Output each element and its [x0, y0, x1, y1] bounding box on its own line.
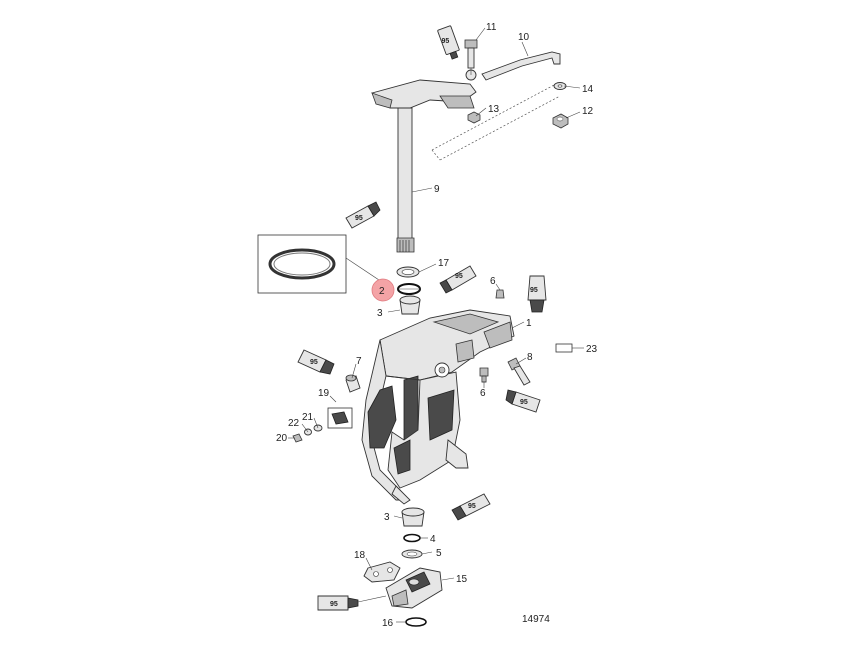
callout-10: 10 [518, 32, 530, 43]
bolt-11 [464, 39, 478, 69]
lube-tube-top: 95 [437, 25, 460, 60]
bushing-7 [345, 374, 361, 393]
bushing-3-upper [399, 295, 421, 315]
lube-tube-1: 95 [527, 275, 547, 313]
callout-3-upper: 3 [377, 308, 383, 319]
callout-7: 7 [356, 356, 362, 367]
callout-4: 4 [430, 534, 436, 545]
drawing-number: 14974 [522, 614, 550, 625]
callout-3-lower: 3 [384, 512, 390, 523]
callout-23: 23 [586, 344, 598, 355]
callout-8: 8 [527, 352, 533, 363]
lube-tube-8: 95 [505, 389, 541, 413]
washer-14 [553, 82, 567, 90]
svg-text:95: 95 [455, 273, 463, 280]
callout-highlight [371, 278, 395, 302]
callout-labels: 1 2 3 3 4 5 6 6 7 8 9 10 11 12 13 14 15 … [276, 22, 598, 629]
lube-tube-3-lower: 95 [451, 493, 491, 521]
svg-text:95: 95 [330, 601, 338, 608]
lower-yoke-15 [385, 567, 443, 609]
washer-17 [396, 266, 420, 278]
svg-text:95: 95 [530, 287, 538, 294]
nut-12 [552, 113, 569, 129]
decal-23 [555, 343, 573, 353]
callout-11: 11 [486, 22, 497, 33]
callout-6-lower: 6 [480, 388, 486, 399]
washer-4 [403, 533, 421, 543]
callout-21: 21 [302, 412, 314, 423]
callout-15: 15 [456, 574, 468, 585]
bolt-8 [507, 357, 531, 386]
lube-tube-9: 95 [345, 201, 381, 229]
callout-9: 9 [434, 184, 440, 195]
lube-tube-17: 95 [439, 265, 477, 294]
link-rod [465, 51, 561, 81]
callout-6-upper: 6 [490, 276, 496, 287]
callout-2: 2 [379, 286, 385, 297]
callout-22: 22 [288, 418, 300, 429]
ring-16 [405, 617, 427, 627]
leader-lines [288, 27, 584, 623]
callout-1: 1 [526, 318, 532, 329]
callout-20: 20 [276, 433, 288, 444]
svg-text:95: 95 [441, 38, 449, 45]
fitting-19 [327, 407, 353, 429]
callout-14: 14 [582, 84, 594, 95]
callout-19: 19 [318, 388, 330, 399]
callout-17: 17 [438, 258, 450, 269]
swivel-bracket [361, 309, 515, 505]
lube-tube-15: 95 [317, 595, 359, 611]
nut-13 [467, 111, 481, 124]
plate-18 [363, 561, 401, 583]
screw-20 [292, 433, 303, 443]
callout-16: 16 [382, 618, 394, 629]
steering-arm-assembly [371, 79, 561, 253]
callout-12: 12 [582, 106, 594, 117]
bushing-3-lower [401, 507, 425, 527]
screw-6-upper [495, 289, 505, 299]
svg-text:95: 95 [520, 399, 528, 406]
lube-tube-7: 95 [297, 349, 335, 375]
seal-detail-inset [257, 234, 395, 294]
callout-18: 18 [354, 550, 366, 561]
washer-5 [401, 549, 423, 559]
callout-5: 5 [436, 548, 442, 559]
svg-text:95: 95 [468, 503, 476, 510]
svg-text:95: 95 [310, 359, 318, 366]
callout-13: 13 [488, 104, 500, 115]
svg-text:95: 95 [355, 215, 363, 222]
